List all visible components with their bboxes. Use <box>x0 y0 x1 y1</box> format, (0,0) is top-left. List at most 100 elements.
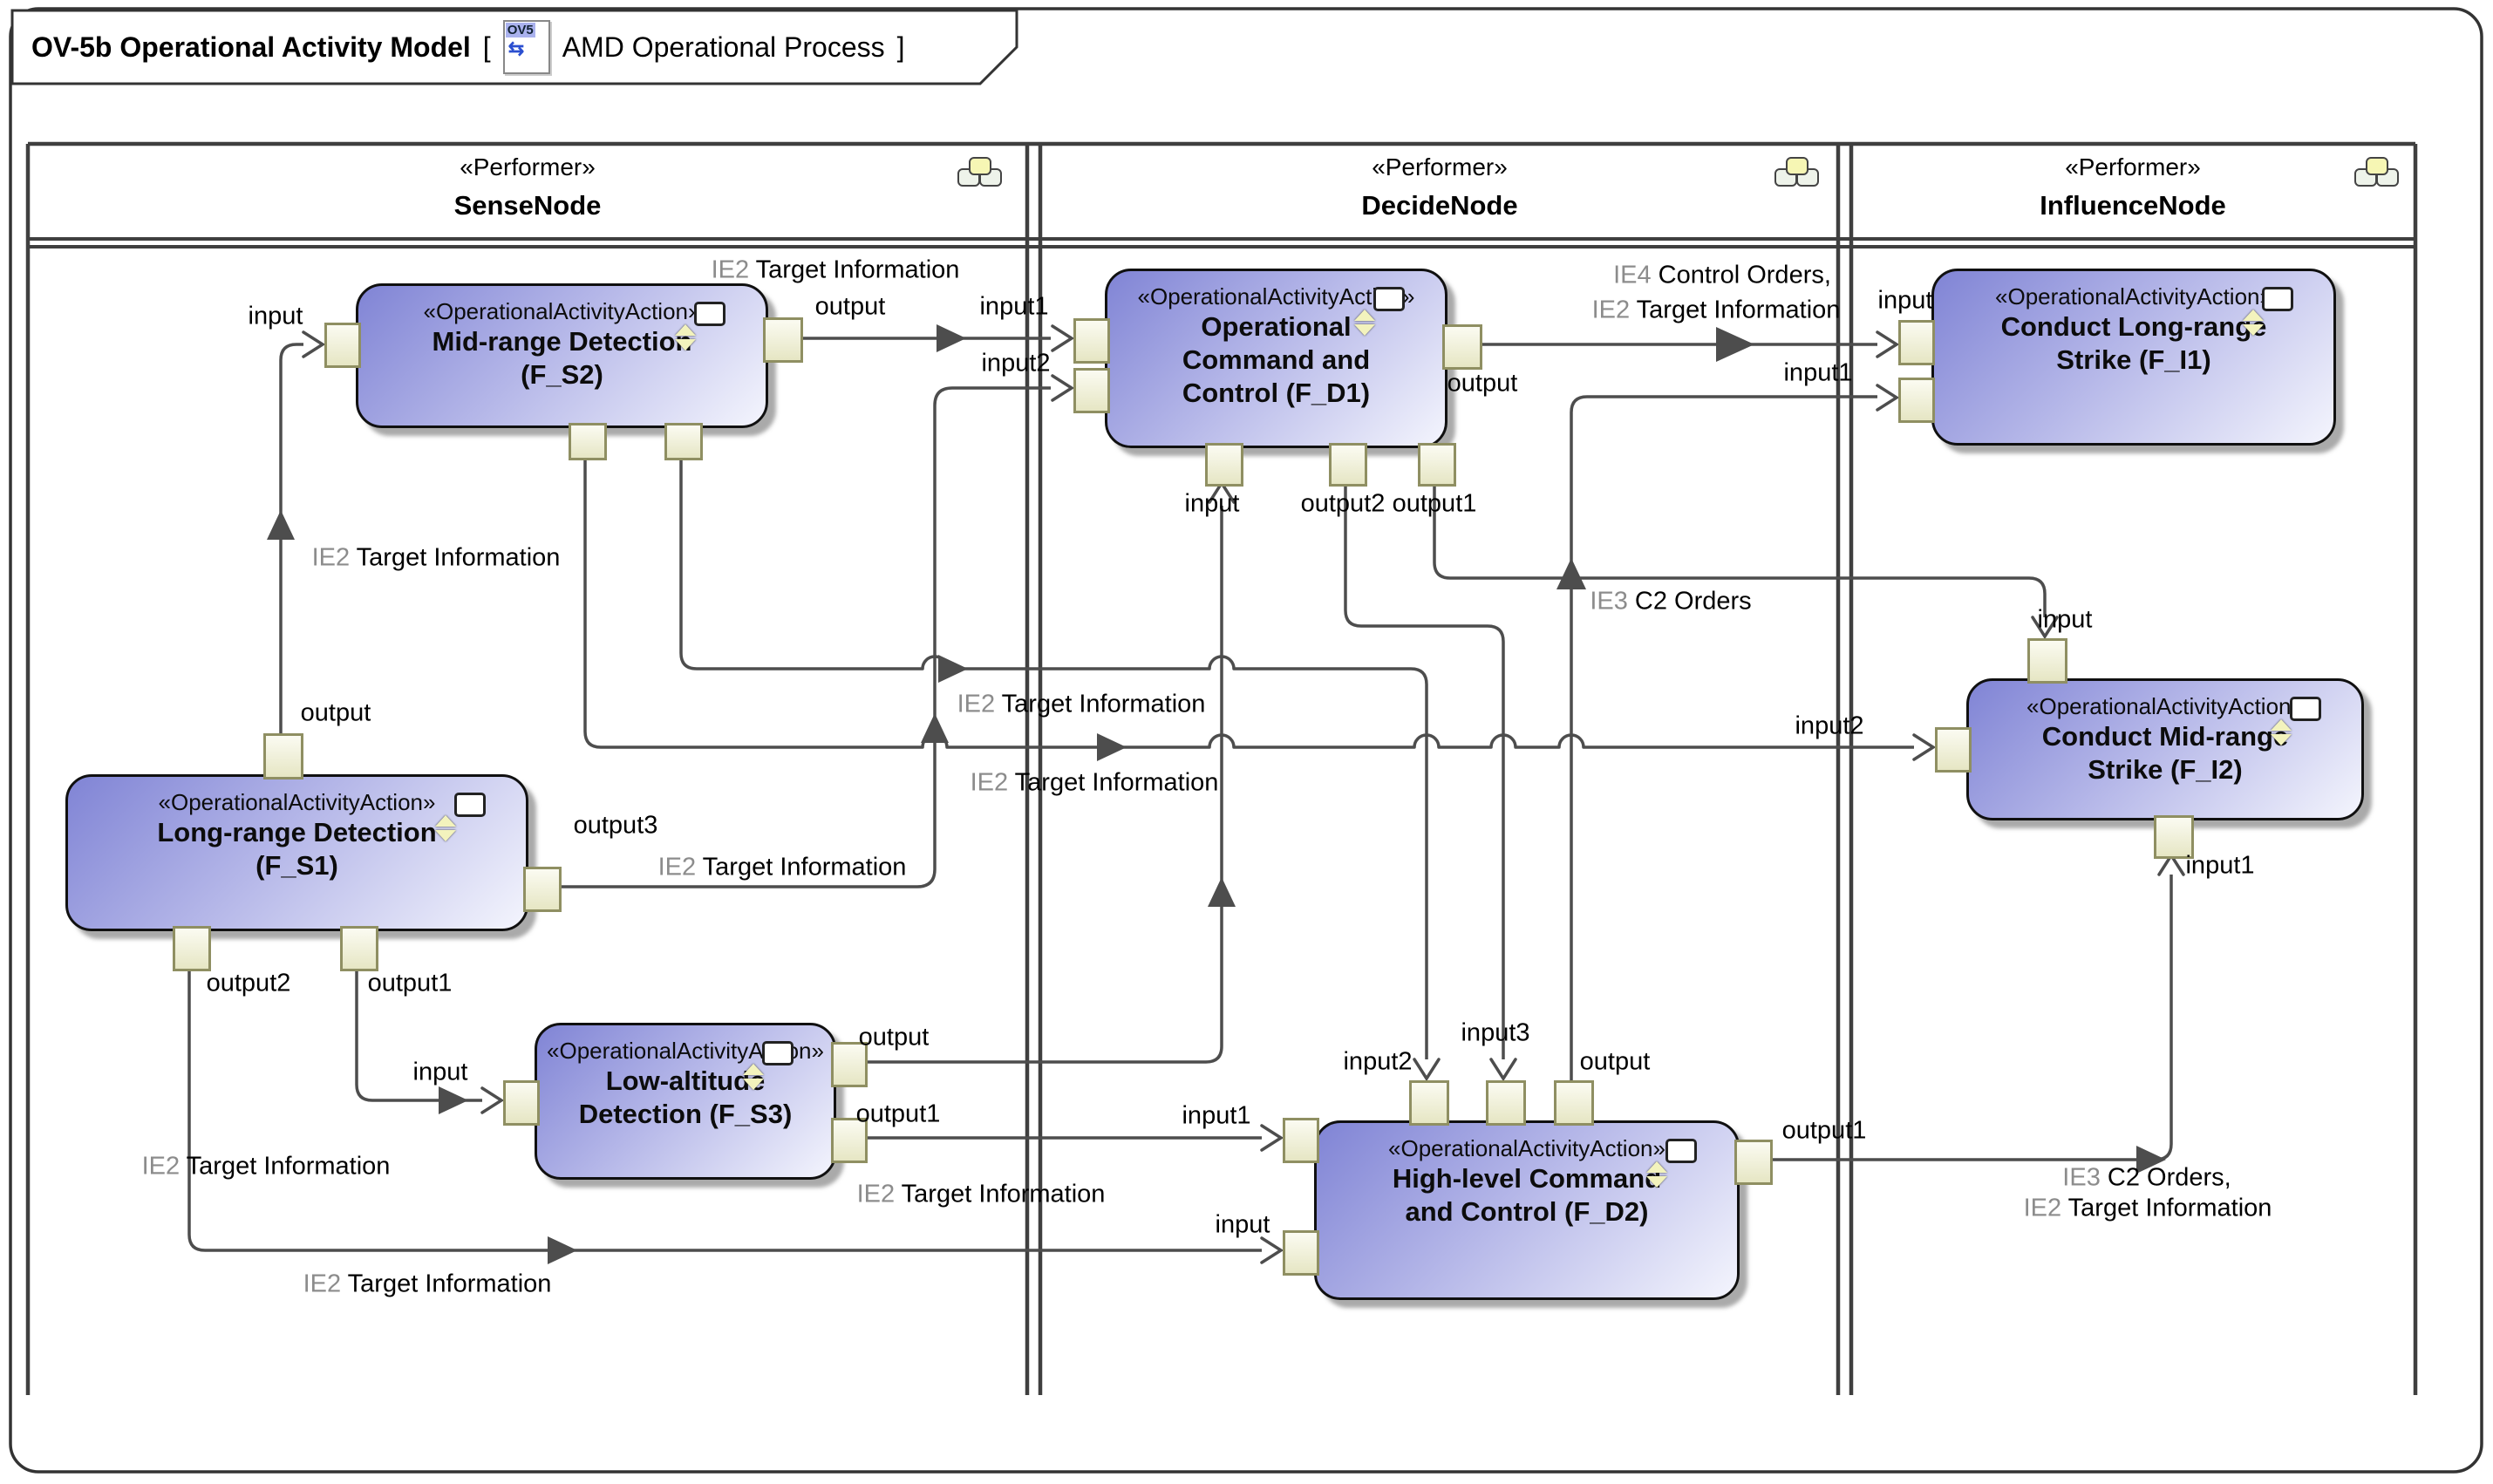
pin-1[interactable] <box>763 317 803 363</box>
pin-label[interactable]: input1 <box>979 293 1048 322</box>
flow-label[interactable]: IE2 Target Information <box>857 1181 1106 1209</box>
pin-label[interactable]: input2 <box>1343 1048 1412 1077</box>
pin-7[interactable] <box>340 926 378 971</box>
label-text: output <box>858 1023 930 1052</box>
activity-name-line: Command and <box>1182 344 1371 375</box>
pin-2[interactable] <box>569 423 607 460</box>
flow-S2out1-to-D2in2[interactable] <box>679 455 1428 1059</box>
flow-label[interactable]: IE2 Target Information <box>658 854 907 882</box>
flow-label[interactable]: IE2 Target Information <box>303 1270 552 1299</box>
pin-label[interactable]: input <box>1216 1211 1270 1240</box>
flow-D2out-to-I1in1[interactable] <box>1570 395 1877 1080</box>
flow-label[interactable]: IE2 Target Information <box>957 691 1206 719</box>
pin-label[interactable]: input1 <box>1182 1102 1250 1131</box>
pin-label[interactable]: output1 <box>1393 490 1477 519</box>
pin-label[interactable]: output3 <box>574 812 658 841</box>
flow-label[interactable]: IE3 C2 Orders <box>1590 588 1751 616</box>
flow-label[interactable]: IE2 Target Information <box>1592 296 1841 325</box>
pin-label[interactable]: output1 <box>1782 1117 1867 1146</box>
activity-F_D2[interactable]: «OperationalActivityAction»High-level Co… <box>1314 1120 1740 1300</box>
pin-label[interactable]: input <box>413 1059 468 1087</box>
pin-22[interactable] <box>1734 1140 1773 1185</box>
pin-label[interactable]: input <box>1185 490 1240 519</box>
pin-23[interactable] <box>1898 320 1935 365</box>
flow-D1out2-to-D2in3[interactable] <box>1344 481 1505 1059</box>
flow-label[interactable]: IE2 Target Information <box>312 544 561 573</box>
bracket-open: [ <box>482 31 491 63</box>
pin-15[interactable] <box>1329 443 1367 487</box>
pin-0[interactable] <box>324 323 361 368</box>
pin-12[interactable] <box>1073 368 1110 413</box>
activity-name-line: Conduct Long-range <box>2000 311 2267 342</box>
activity-F_I2[interactable]: «OperationalActivityAction»Conduct Mid-r… <box>1966 678 2364 820</box>
pin-label[interactable]: output2 <box>207 970 291 998</box>
pin-16[interactable] <box>1418 443 1456 487</box>
pin-label[interactable]: output <box>1580 1048 1651 1077</box>
flow-S1out2-to-D2in[interactable] <box>187 966 1262 1252</box>
pin-13[interactable] <box>1442 324 1482 370</box>
flow-label[interactable]: IE2 Target Information <box>2024 1195 2272 1223</box>
pin-label[interactable]: output <box>301 699 371 728</box>
pin-label[interactable]: input2 <box>981 350 1050 378</box>
pin-label[interactable]: output <box>859 1024 930 1052</box>
pin-11[interactable] <box>1073 318 1110 364</box>
flow-D1out1-to-I2in[interactable] <box>1433 481 2047 617</box>
pin-20[interactable] <box>1283 1118 1319 1163</box>
expand-collapse-icon <box>2271 719 2293 745</box>
pin-6[interactable] <box>173 926 211 971</box>
pin-18[interactable] <box>1486 1080 1526 1126</box>
flow-S3out-to-D1in[interactable] <box>862 506 1223 1064</box>
pin-label[interactable]: input <box>2038 606 2093 635</box>
pin-4[interactable] <box>263 733 303 779</box>
pin-24[interactable] <box>1898 378 1935 423</box>
flow-S1out1-to-S3in[interactable] <box>355 966 482 1102</box>
pin-label[interactable]: output <box>1447 370 1518 398</box>
pin-label[interactable]: input <box>1878 287 1933 316</box>
label-text: output <box>814 292 886 321</box>
pin-5[interactable] <box>523 867 562 912</box>
pin-25[interactable] <box>2027 638 2067 684</box>
activity-name-line: (F_S2) <box>521 359 603 390</box>
pin-17[interactable] <box>1409 1080 1449 1126</box>
pin-label[interactable]: input2 <box>1795 712 1863 741</box>
flow-label[interactable]: IE2 Target Information <box>971 769 1219 798</box>
pin-8[interactable] <box>503 1080 540 1126</box>
pin-21[interactable] <box>1283 1230 1319 1276</box>
label-text: C2 Orders, <box>2107 1163 2231 1192</box>
label-text: output2 <box>1300 489 1386 518</box>
label-text: Target Information <box>347 1270 552 1298</box>
pin-19[interactable] <box>1554 1080 1594 1126</box>
pin-label[interactable]: output <box>815 293 886 322</box>
label-text: output1 <box>855 1099 941 1128</box>
pin-label[interactable]: output1 <box>856 1100 941 1129</box>
pin-label[interactable]: input1 <box>2185 852 2254 881</box>
flow-label[interactable]: IE3 C2 Orders, <box>2062 1164 2231 1193</box>
lane-header-decidenode[interactable]: «Performer»DecideNode <box>1043 148 1836 235</box>
flow-label[interactable]: IE2 Target Information <box>712 256 960 285</box>
pin-26[interactable] <box>1935 727 1972 773</box>
pin-14[interactable] <box>1205 443 1243 487</box>
flow-S1out3-to-D1in2[interactable] <box>560 386 1051 888</box>
pin-3[interactable] <box>664 423 703 460</box>
activity-F_S1[interactable]: «OperationalActivityAction»Long-range De… <box>65 774 528 931</box>
lane-header-influencenode[interactable]: «Performer»InfluenceNode <box>1854 148 2412 235</box>
activity-F_S2[interactable]: «OperationalActivityAction»Mid-range Det… <box>356 283 768 428</box>
lane-header-sensenode[interactable]: «Performer»SenseNode <box>31 148 1025 235</box>
ov5-icon-tag: OV5 <box>505 23 535 37</box>
pin-10[interactable] <box>831 1118 868 1163</box>
pin-label[interactable]: input <box>249 303 303 331</box>
flow-label[interactable]: IE4 Control Orders, <box>1613 262 1831 290</box>
pin-label[interactable]: output2 <box>1301 490 1386 519</box>
activity-F_I1[interactable]: «OperationalActivityAction»Conduct Long-… <box>1931 269 2336 446</box>
flow-label[interactable]: IE2 Target Information <box>142 1153 391 1181</box>
flow-S1out-to-S2in[interactable] <box>279 343 303 733</box>
pin-label[interactable]: input3 <box>1461 1019 1529 1048</box>
pin-label[interactable]: output1 <box>368 970 453 998</box>
pin-27[interactable] <box>2154 815 2194 859</box>
pin-label[interactable]: input1 <box>1783 359 1852 388</box>
pin-9[interactable] <box>831 1042 868 1087</box>
activity-stereotype: «OperationalActivityAction» <box>1137 283 1415 310</box>
